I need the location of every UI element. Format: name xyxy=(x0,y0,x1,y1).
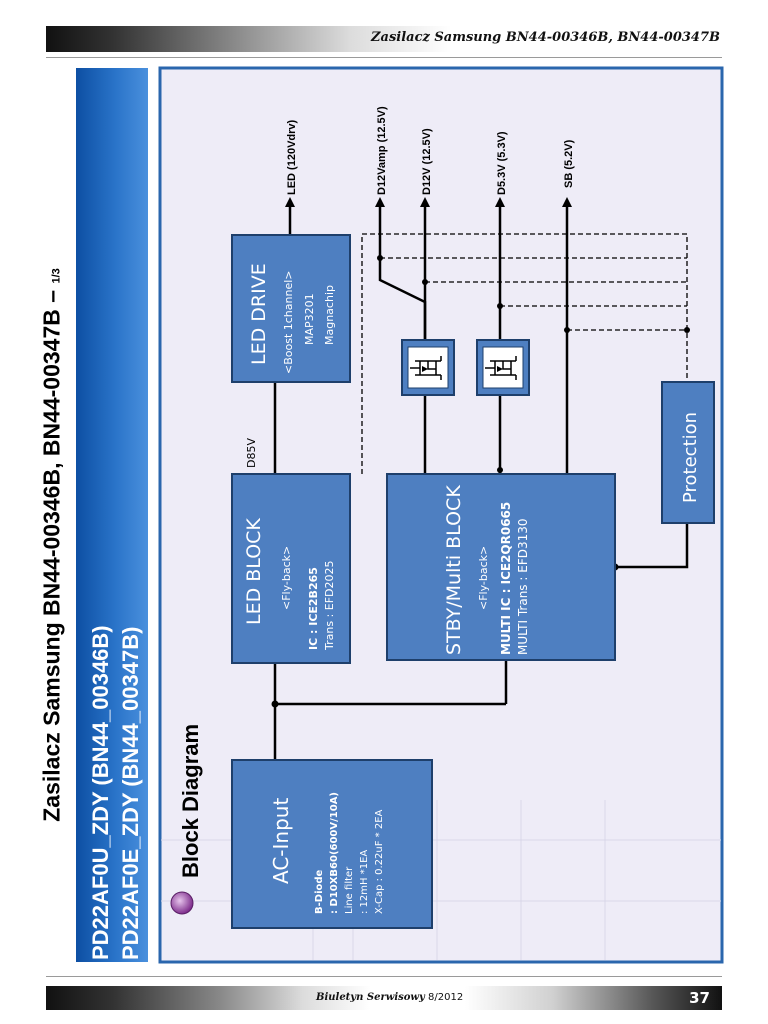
led-block-line-1: <Fly-back> xyxy=(280,546,293,610)
d85v-label: D85V xyxy=(245,438,258,468)
mosfet-switch-2-icon xyxy=(476,339,530,396)
header-divider xyxy=(46,57,722,58)
ac-input-line-5: X-Cap : 0.22uF * 2EA xyxy=(374,809,385,914)
block-led-drive: LED DRIVE <Boost 1channel> MAP3201 Magna… xyxy=(231,234,351,383)
ac-input-line-2: : D10XB60(600V/10A) xyxy=(329,792,340,914)
block-stby-multi: STBY/Multi BLOCK <Fly-back> MULTI IC : I… xyxy=(386,473,616,661)
bullet-icon xyxy=(170,891,194,915)
page-number: 37 xyxy=(689,989,710,1007)
block-led: LED BLOCK <Fly-back> IC : ICE2B265 Trans… xyxy=(231,473,351,664)
led-block-line-2: IC : ICE2B265 xyxy=(307,567,320,650)
banner-line-1: PD22AF0U_ZDY (BN44_00346B) xyxy=(88,625,113,960)
header-title: Zasilacz Samsung BN44-00346B, BN44-00347… xyxy=(371,30,720,45)
led-drive-line-3: Magnachip xyxy=(323,285,336,345)
banner-strip xyxy=(76,68,148,962)
section-title: Block Diagram xyxy=(178,724,203,878)
protection-title: Protection xyxy=(680,412,701,503)
footer-divider xyxy=(46,976,722,977)
block-ac-input: AC-Input B-Diode : D10XB60(600V/10A) Lin… xyxy=(231,759,433,929)
junction-dots xyxy=(271,255,690,708)
stby-block-line-2: MULTI IC : ICE2QR0665 xyxy=(499,502,513,655)
ac-input-line-4: : 12mH *1EA xyxy=(359,850,370,914)
banner-line-2: PD22AF0E_ZDY (BN44_00347B) xyxy=(118,627,143,960)
led-drive-title: LED DRIVE xyxy=(248,263,270,365)
feedback-dashed xyxy=(361,233,688,474)
led-drive-line-2: MAP3201 xyxy=(303,293,316,345)
footer-bar xyxy=(46,986,722,1010)
block-protection: Protection xyxy=(661,381,715,524)
output-d12v-label: D12V (12.5V) xyxy=(421,128,433,195)
footer-date: 8/2012 xyxy=(428,992,464,1003)
footer-publication: Biuletyn Serwisowy 8/2012 xyxy=(316,992,463,1003)
led-block-title: LED BLOCK xyxy=(243,518,265,625)
led-drive-line-1: <Boost 1channel> xyxy=(282,270,295,374)
stby-block-line-3: MULTI Trans : EFD3130 xyxy=(516,519,530,656)
output-led-label: LED (120Vdrv) xyxy=(286,119,298,195)
header-bar xyxy=(46,26,722,52)
led-block-line-3: Trans : EFD2025 xyxy=(323,560,336,651)
ac-input-line-3: Line filter xyxy=(344,866,355,914)
output-d53v-label: D5.3V (5.3V) xyxy=(496,131,508,195)
ac-input-line-1: B-Diode xyxy=(314,869,325,914)
mosfet-switch-1-icon xyxy=(401,339,455,396)
stby-block-line-1: <Fly-back> xyxy=(477,546,490,610)
ac-input-title: AC-Input xyxy=(269,798,293,884)
footer-publication-name: Biuletyn Serwisowy xyxy=(316,992,425,1003)
output-d12vamp-label: D12Vamp (12.5V) xyxy=(376,106,388,195)
output-sb-label: SB (5.2V) xyxy=(563,139,575,188)
stby-block-title: STBY/Multi BLOCK xyxy=(443,485,465,655)
